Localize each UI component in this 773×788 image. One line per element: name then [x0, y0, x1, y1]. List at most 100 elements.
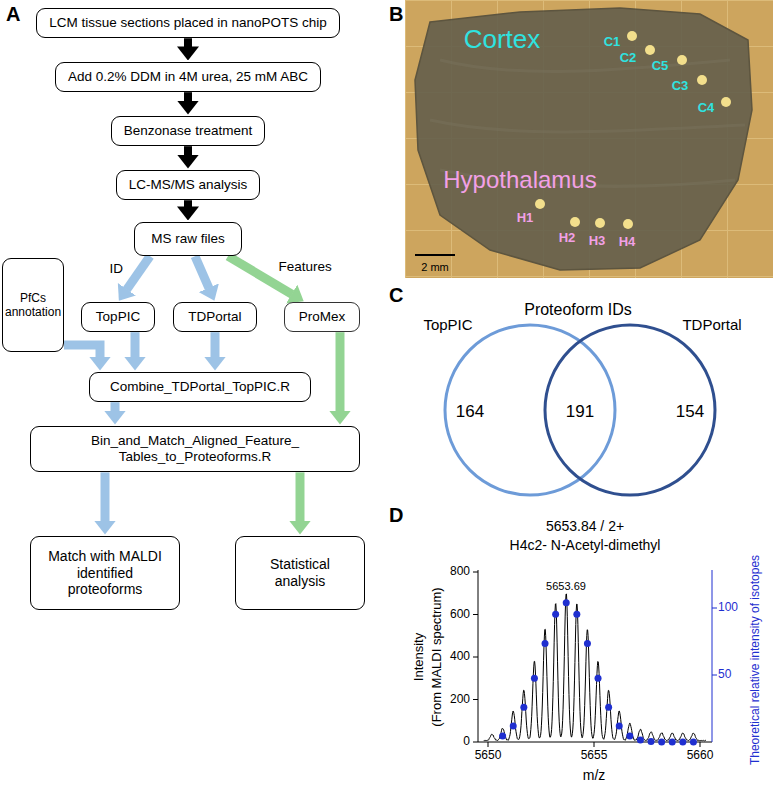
cortex-spot: [697, 75, 707, 85]
spot-label: H4: [619, 235, 636, 250]
tick-label: 5650: [475, 749, 502, 763]
flow-arrow: [195, 256, 209, 288]
tick: [594, 742, 595, 747]
spot-label: C4: [698, 101, 715, 116]
hypothalamus-spot: [623, 219, 633, 229]
set-count: 191: [566, 402, 594, 422]
process-box: LCM tissue sections placed in nanoPOTS c…: [36, 8, 340, 38]
flow-arrow: [131, 332, 140, 357]
tick: [712, 675, 717, 676]
peak-label: 5653.69: [546, 580, 586, 593]
spectrum: [484, 594, 706, 746]
venn-circle: [445, 325, 615, 495]
scale-label: 2 mm: [421, 261, 449, 274]
flow-arrow: [184, 38, 192, 47]
set-label: TDPortal: [682, 316, 741, 333]
isotope-dot: [563, 599, 570, 606]
isotope-dot: [531, 675, 538, 682]
isotope-dot: [637, 737, 644, 744]
hypothalamus-spot: [535, 199, 545, 209]
venn-title: Proteoform IDs: [524, 301, 632, 319]
tool-box: ProMex: [284, 302, 361, 332]
node-text: ProMex: [299, 309, 346, 325]
isotope-dot: [552, 611, 559, 618]
venn-circle: [545, 325, 715, 495]
chart-title: 5653.84 / 2+: [546, 518, 624, 534]
cortex-spot: [645, 45, 655, 55]
axis-title: (From MALDI spectrum): [430, 587, 445, 726]
isotope-dot: [510, 723, 517, 730]
isotope-dot: [658, 738, 665, 745]
y-axis: [478, 570, 479, 742]
tick: [473, 742, 478, 743]
chart-subtitle: H4c2- N-Acetyl-dimethyl: [510, 537, 661, 553]
spot-label: H3: [589, 234, 606, 249]
node-text: LCM tissue sections placed in nanoPOTS c…: [49, 15, 327, 31]
output-box: Statistical analysis: [235, 536, 365, 610]
isotope-dot: [499, 732, 506, 739]
tick: [712, 608, 717, 609]
tick-label: 200: [450, 693, 470, 707]
slide-background: [405, 0, 773, 278]
tick: [488, 742, 489, 747]
tick-label: 5655: [581, 749, 608, 763]
sample-spots: [535, 31, 731, 229]
isotope-dot: [690, 738, 697, 745]
flow-arrow: [184, 146, 192, 155]
tool-box: TDPortal: [173, 302, 256, 332]
set-count: 164: [456, 402, 484, 422]
node-text: Benzonase treatment: [124, 123, 252, 139]
tick-label: 400: [450, 650, 470, 664]
axis-title: m/z: [583, 767, 606, 783]
tick: [473, 657, 478, 658]
process-box: Add 0.2% DDM in 4M urea, 25 mM ABC: [55, 62, 321, 92]
hypothalamus-spot: [570, 217, 580, 227]
node-text: Add 0.2% DDM in 4M urea, 25 mM ABC: [68, 69, 308, 85]
y2-axis: [712, 570, 713, 742]
spot-label: C3: [672, 79, 689, 94]
tick-label: 5660: [687, 749, 714, 763]
tick-label: 100: [718, 601, 738, 615]
tool-box: TopPIC: [81, 302, 155, 332]
spot-label: C5: [652, 59, 669, 74]
tick: [473, 699, 478, 700]
cortex-spot: [677, 55, 687, 65]
cortex-spot: [721, 97, 731, 107]
script-box: Combine_TDPortal_TopPIC.R: [89, 372, 311, 402]
isotope-dot: [520, 704, 527, 711]
spot-label: C1: [604, 35, 621, 50]
spot-label: C2: [620, 51, 637, 66]
isotope-dot: [542, 640, 549, 647]
node-text: TDPortal: [188, 309, 241, 325]
set-count: 154: [676, 402, 704, 422]
node-text: LC-MS/MS analysis: [129, 177, 248, 193]
cortex-spot: [627, 31, 637, 41]
isotope-dot: [679, 738, 686, 745]
plot-axes: [473, 570, 712, 747]
spot-label: H1: [517, 211, 534, 226]
tick-label: 0: [463, 735, 470, 749]
process-box: Benzonase treatment: [111, 116, 265, 146]
region-label: Cortex: [464, 25, 541, 55]
x-axis: [478, 742, 712, 743]
isotope-dot: [573, 611, 580, 618]
flow-arrow: [184, 200, 192, 207]
flow-arrow: [101, 472, 110, 521]
node-text: Combine_TDPortal_TopPIC.R: [110, 379, 290, 395]
script-box: Bin_and_Match_Aligned_Feature_ Tables_to…: [30, 426, 360, 472]
panel-letter: C: [389, 284, 403, 307]
edge-label: Features: [276, 259, 333, 275]
flow-arrow: [296, 472, 305, 521]
isotope-dot: [669, 738, 676, 745]
node-text: Statistical analysis: [244, 556, 356, 590]
isotope-dot: [648, 738, 655, 745]
node-text: Match with MALDI identified proteoforms: [39, 548, 171, 598]
panel-letter: B: [389, 3, 403, 26]
hypothalamus-spot: [595, 218, 605, 228]
region-label: Hypothalamus: [443, 166, 596, 194]
spectrum-trace: [484, 594, 706, 741]
tick: [473, 614, 478, 615]
process-box: LC-MS/MS analysis: [116, 170, 261, 200]
flow-arrow: [184, 92, 192, 101]
isotope-dot: [595, 675, 602, 682]
